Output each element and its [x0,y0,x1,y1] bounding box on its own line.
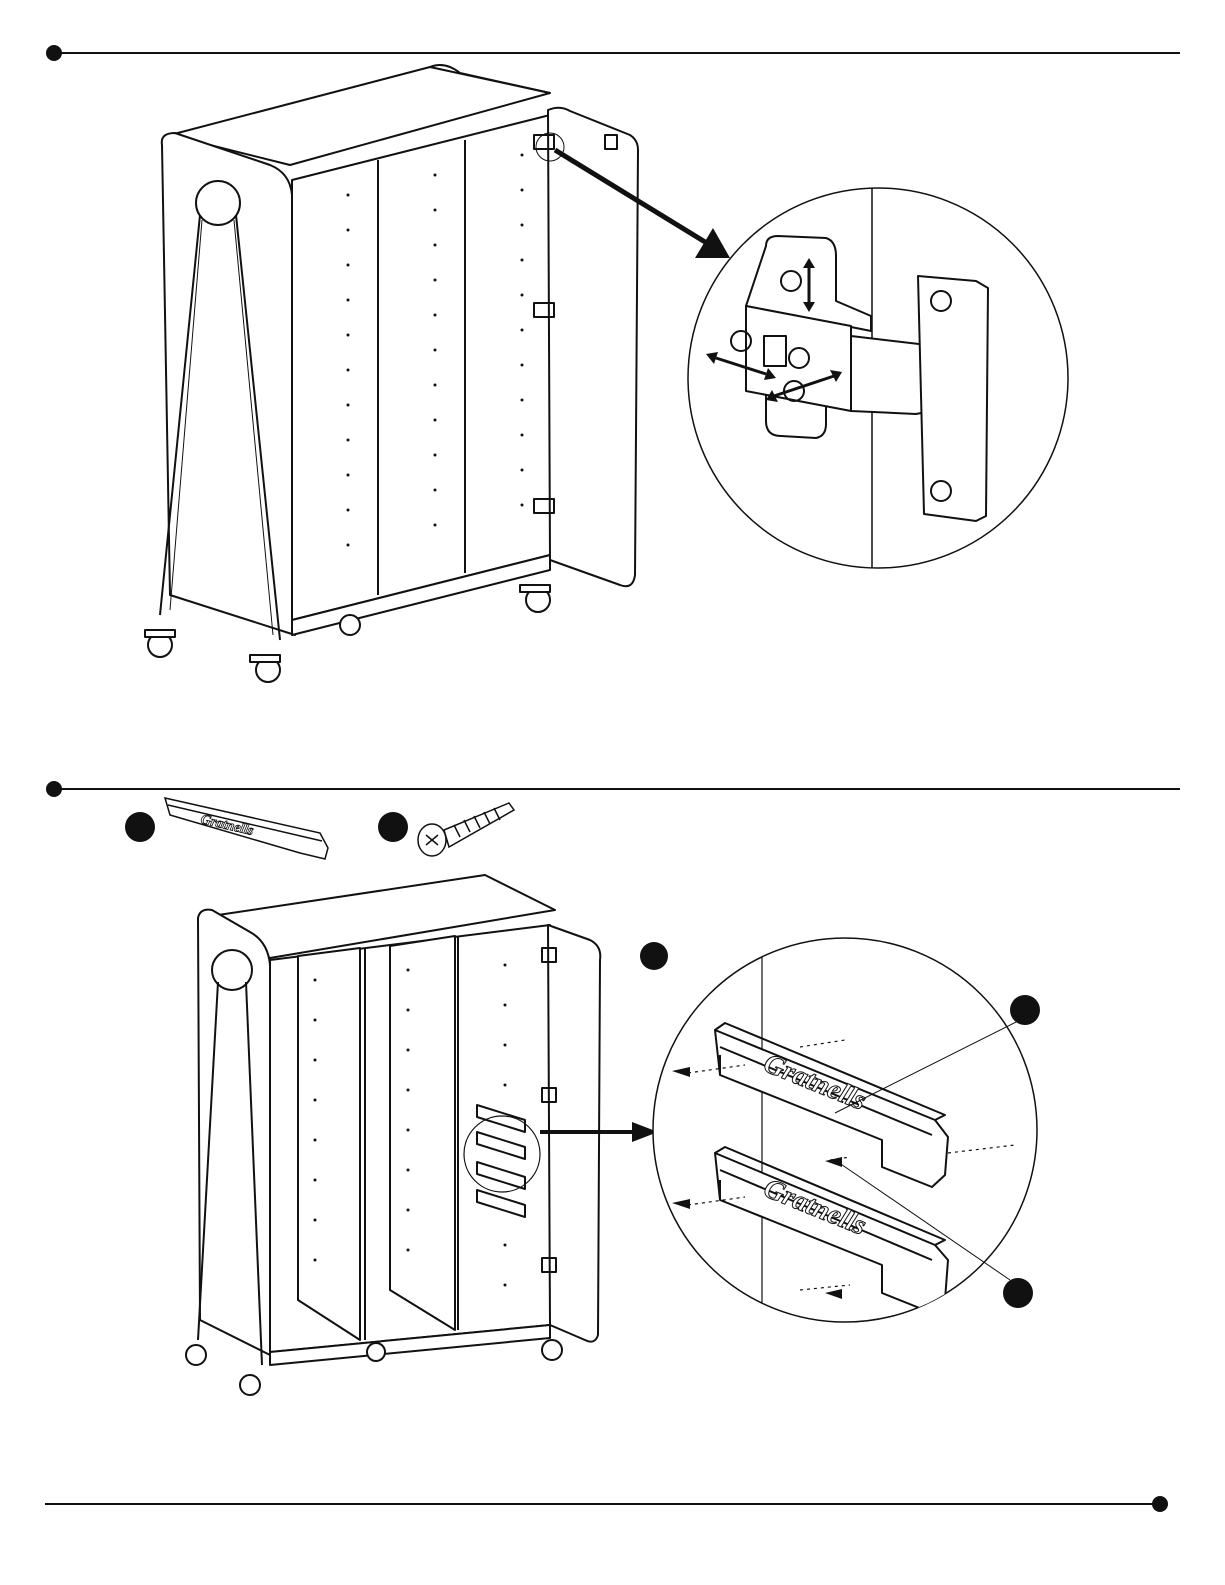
callout-marker-runner [1010,995,1040,1025]
callout-marker-screw [1003,1278,1033,1308]
hinge-detail-callout [686,186,1070,570]
runner-part-icon: Gratnells [160,793,335,863]
part-marker-runner [125,812,155,842]
part-marker-screw [378,812,408,842]
runner-detail-callout: Gratnells Gratnells [650,935,1040,1325]
callout-marker-screw [640,942,668,970]
pointer-arrow [540,1120,660,1144]
footer-rule [45,1495,1180,1515]
screw-part-icon [414,795,524,860]
